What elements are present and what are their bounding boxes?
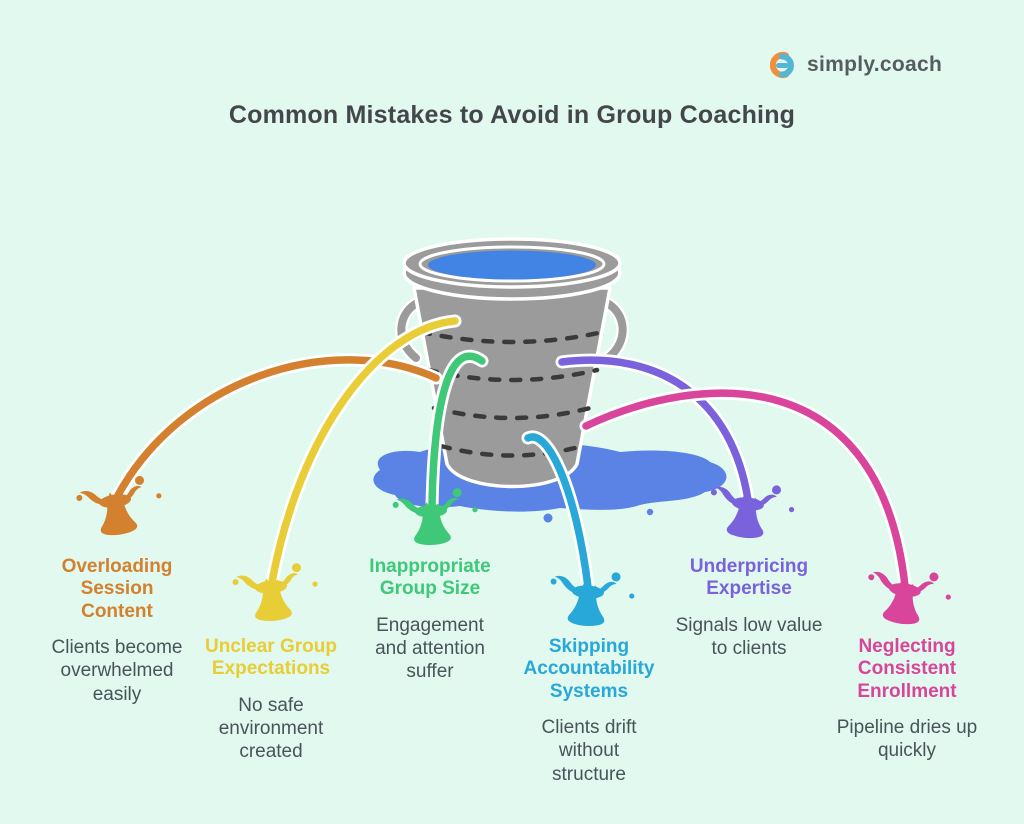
mistake-title: Overloading Session Content (61, 556, 173, 622)
mistake-description: Clients become overwhelmed easily (51, 637, 183, 705)
mistake-label-accountability: Skipping Accountability Systems Clients … (489, 636, 689, 786)
bucket (394, 237, 630, 489)
mistake-description: Signals low value to clients (675, 614, 823, 659)
stream-underpricing (555, 353, 797, 543)
page-title: Common Mistakes to Avoid in Group Coachi… (228, 100, 796, 129)
mistake-label-underpricing: Underpricing Expertise Signals low value… (649, 556, 849, 660)
mistake-description: Engagement and attention suffer (375, 614, 485, 683)
mistake-title: Underpricing Expertise (689, 556, 809, 600)
simply-coach-logo-icon (769, 52, 794, 78)
stream-group-size (391, 349, 489, 547)
mistake-label-unclear-expectations: Unclear Group Expectations No safe envir… (171, 636, 371, 763)
brand-logo-text: simply.coach (807, 53, 943, 76)
mistake-description: Pipeline dries up quickly (836, 717, 978, 762)
mistake-title: Skipping Accountability Systems (523, 636, 655, 702)
mistake-title: Inappropriate Group Size (369, 556, 491, 600)
stream-accountability (521, 430, 636, 630)
mistake-label-enrollment: Neglecting Consistent Enrollment Pipelin… (807, 636, 1007, 763)
stream-unclear-expectations (231, 314, 462, 625)
brand-logo: simply.coach (768, 49, 942, 81)
stream-overloading (74, 353, 443, 540)
mistake-description: No safe environment created (218, 694, 324, 763)
mistake-description: Clients drift without structure (541, 717, 637, 785)
mistake-label-overloading: Overloading Session Content Clients beco… (17, 556, 217, 706)
stream-enrollment (579, 386, 954, 631)
mistake-label-group-size: Inappropriate Group Size Engagement and … (330, 556, 530, 683)
bucket-water (428, 250, 596, 280)
mistake-title: Unclear Group Expectations (205, 636, 337, 680)
mistake-title: Neglecting Consistent Enrollment (857, 636, 957, 702)
